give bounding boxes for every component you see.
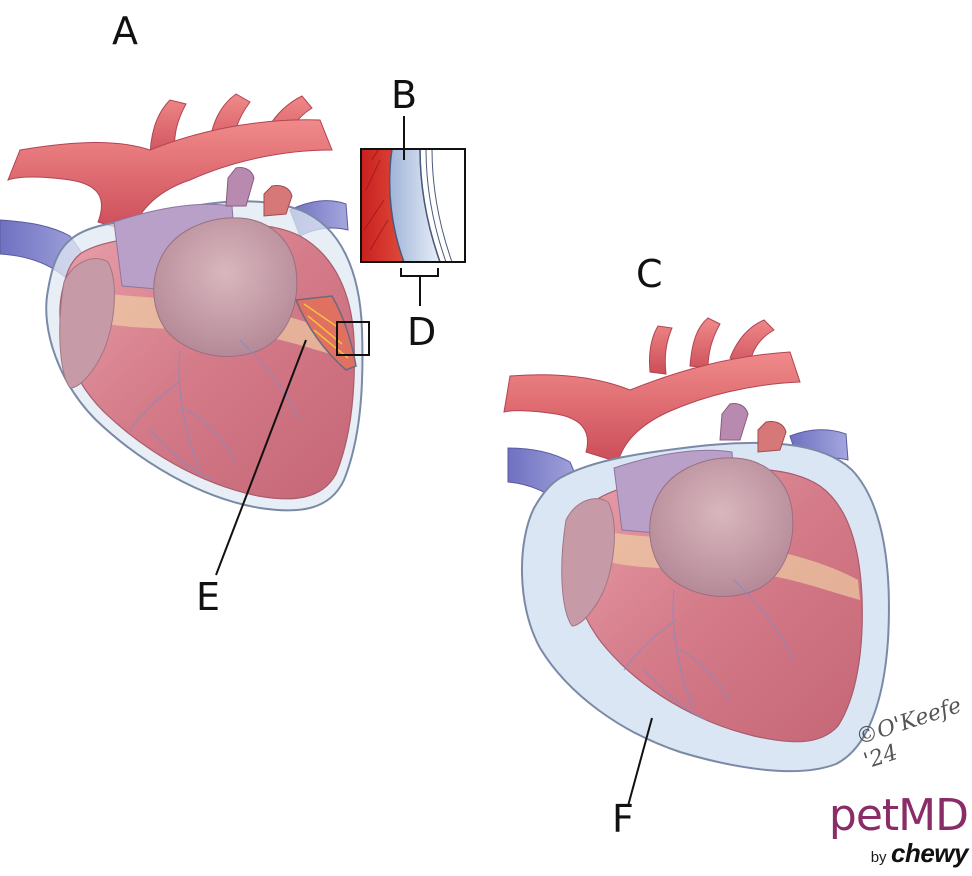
brand-name: petMD <box>829 794 968 838</box>
bracket-d <box>401 268 438 306</box>
brand-by: by <box>871 849 887 866</box>
label-b: B <box>391 76 417 114</box>
pulmonary-artery-c <box>720 403 748 440</box>
left-atrium-a <box>154 218 297 357</box>
brand-logo: petMD by chewy <box>829 794 968 869</box>
label-f: F <box>612 800 634 838</box>
label-a: A <box>112 12 138 50</box>
heart-a <box>0 94 369 510</box>
brand-partner: chewy <box>891 838 968 868</box>
zoom-inset <box>361 149 465 262</box>
label-d: D <box>407 313 436 351</box>
label-e: E <box>196 578 220 616</box>
label-c: C <box>636 255 663 293</box>
heart-c <box>504 318 889 771</box>
left-atrium-c <box>650 458 793 597</box>
